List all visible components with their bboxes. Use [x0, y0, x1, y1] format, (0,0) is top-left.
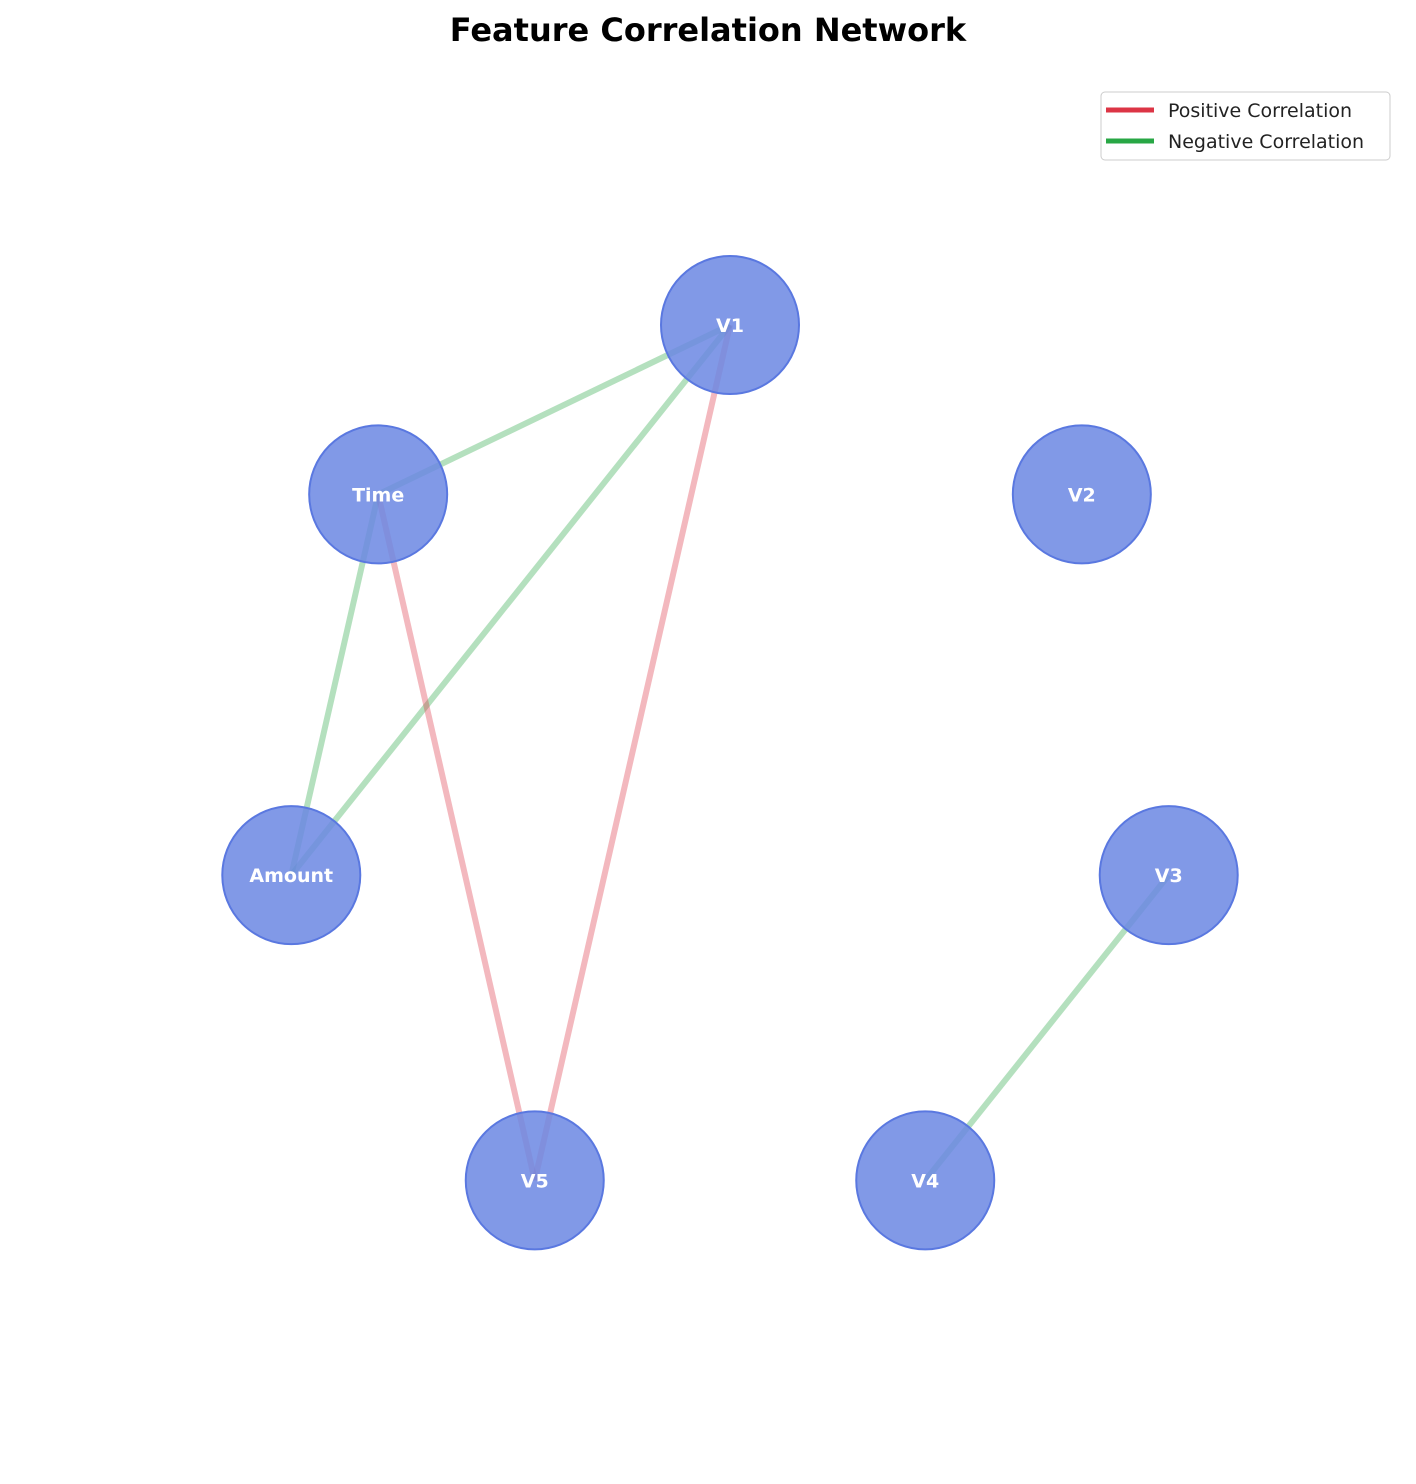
node-circle: [1098, 805, 1239, 946]
node-v5: V5: [464, 1110, 605, 1251]
diagram-title: Feature Correlation Network: [450, 11, 967, 49]
edge-v1-v5: [531, 324, 733, 1182]
node-circle: [221, 805, 362, 946]
node-circle: [308, 424, 449, 565]
node-v3: V3: [1098, 805, 1239, 946]
node-label: Time: [352, 484, 404, 506]
node-label: V2: [1068, 484, 1096, 506]
node-circle: [464, 1110, 605, 1251]
node-v1: V1: [660, 255, 800, 395]
legend-positive-label: Positive Correlation: [1168, 100, 1352, 122]
node-time: Time: [308, 424, 449, 565]
node-circle: [1011, 424, 1152, 565]
edge-v1-amount: [288, 323, 733, 878]
legend-negative-label: Negative Correlation: [1168, 131, 1364, 153]
node-v2: V2: [1011, 424, 1152, 565]
node-label: V4: [911, 1170, 939, 1192]
node-label: V5: [521, 1170, 549, 1192]
edge-time-v5: [375, 493, 538, 1182]
node-label: V1: [716, 315, 744, 337]
node-label: Amount: [249, 865, 333, 887]
node-label: V3: [1155, 865, 1183, 887]
node-circle: [660, 255, 800, 395]
legend: Positive Correlation Negative Correlatio…: [1100, 91, 1391, 161]
node-circle: [855, 1110, 996, 1251]
legend-box: [1100, 91, 1391, 161]
node-amount: Amount: [221, 805, 362, 946]
node-v4: V4: [855, 1110, 996, 1251]
